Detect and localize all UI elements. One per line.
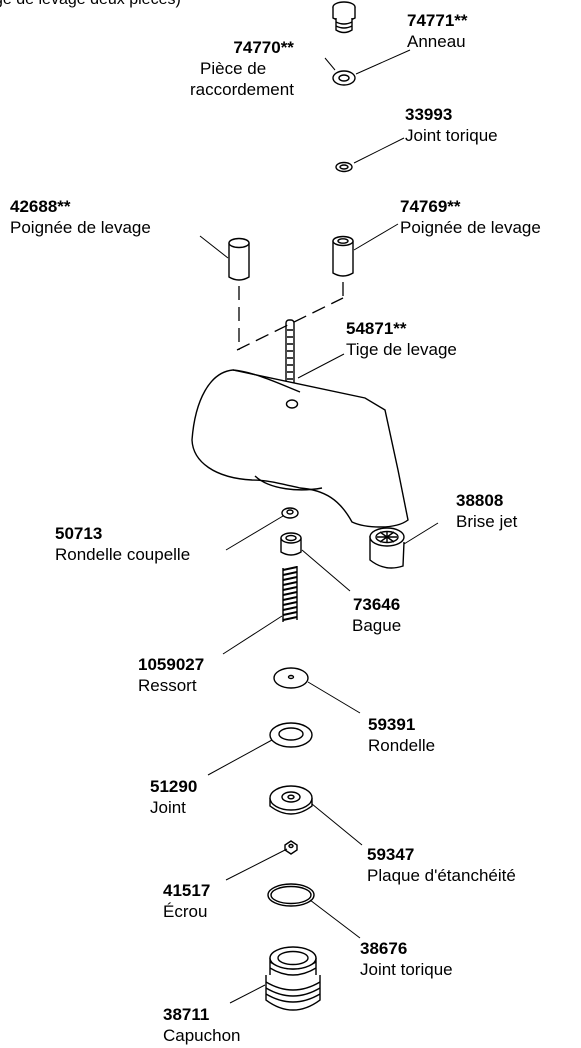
leader-lines: [199, 49, 439, 1004]
part-54871-lift-rod: [285, 319, 295, 389]
part-number-38676: 38676: [360, 939, 408, 958]
label-74771: 74771** Anneau: [407, 10, 468, 52]
part-name-50713: Rondelle coupelle: [55, 545, 191, 564]
part-name-59391: Rondelle: [368, 736, 436, 755]
label-38676: 38676 Joint torique: [360, 938, 453, 980]
part-59347-seal-plate: [269, 785, 313, 815]
label-54871: 54871** Tige de levage: [346, 318, 457, 360]
part-name-74770-line2: raccordement: [190, 80, 294, 99]
part-name-73646: Bague: [352, 616, 402, 635]
part-name-38676: Joint torique: [360, 960, 453, 979]
part-38676-o-ring: [267, 883, 315, 907]
part-73646-bushing: [280, 532, 302, 556]
label-50713: 50713 Rondelle coupelle: [55, 523, 190, 565]
part-number-74771: 74771**: [407, 11, 468, 30]
part-name-41517: Écrou: [163, 902, 208, 921]
part-number-42688: 42688**: [10, 197, 71, 216]
part-number-1059027: 1059027: [138, 655, 205, 674]
part-number-41517: 41517: [163, 881, 211, 900]
label-38808: 38808 Brise jet: [456, 490, 517, 532]
part-42688-lift-knob: [228, 237, 250, 281]
part-name-59347: Plaque d'étanchéité: [367, 866, 516, 885]
part-name-1059027: Ressort: [138, 676, 197, 695]
part-1059027-spring: [282, 566, 298, 623]
part-number-51290: 51290: [150, 777, 198, 796]
label-59347: 59347 Plaque d'étanchéité: [367, 844, 516, 886]
part-number-59391: 59391: [368, 715, 416, 734]
part-name-74771: Anneau: [407, 32, 466, 51]
top-caption: ge de levage deux pièces): [0, 0, 181, 10]
label-42688: 42688** Poignée de levage: [10, 196, 151, 238]
label-74770: 74770** Pièce de raccordement: [190, 37, 294, 100]
part-name-74770-line1: Pièce de: [200, 59, 267, 78]
label-74769: 74769** Poignée de levage: [400, 196, 541, 238]
part-name-51290: Joint: [150, 798, 186, 817]
part-41517-nut: [284, 840, 298, 855]
part-number-50713: 50713: [55, 524, 103, 543]
part-59391-washer: [273, 667, 309, 689]
part-number-33993: 33993: [405, 105, 453, 124]
part-name-54871: Tige de levage: [346, 340, 457, 359]
part-name-38808: Brise jet: [456, 512, 518, 531]
part-number-38711: 38711: [163, 1005, 210, 1024]
part-74771-ring: [332, 70, 356, 86]
part-number-54871: 54871**: [346, 319, 407, 338]
part-74769-lift-knob: [332, 235, 354, 277]
part-74770-connector: [332, 1, 356, 34]
part-number-74769: 74769**: [400, 197, 461, 216]
label-38711: 38711 Capuchon: [163, 1004, 241, 1046]
part-name-33993: Joint torique: [405, 126, 498, 145]
label-73646: 73646 Bague: [352, 594, 401, 636]
part-spout-body: [191, 369, 409, 528]
label-33993: 33993 Joint torique: [405, 104, 498, 146]
label-1059027: 1059027 Ressort: [138, 654, 204, 696]
part-name-74769: Poignée de levage: [400, 218, 541, 237]
part-number-59347: 59347: [367, 845, 415, 864]
part-name-38711: Capuchon: [163, 1026, 241, 1045]
part-number-74770: 74770**: [233, 38, 294, 57]
part-51290-gasket: [269, 722, 313, 748]
part-number-38808: 38808: [456, 491, 504, 510]
label-41517: 41517 Écrou: [163, 880, 210, 922]
part-33993-o-ring: [335, 161, 353, 173]
part-50713-cup-washer: [281, 507, 299, 519]
part-38711-cap: [265, 946, 321, 1011]
label-51290: 51290 Joint: [150, 776, 197, 818]
part-38808-aerator: [369, 527, 405, 569]
assembly-dash-lines: [236, 282, 344, 351]
label-59391: 59391 Rondelle: [368, 714, 435, 756]
part-number-73646: 73646: [352, 595, 401, 614]
part-name-42688: Poignée de levage: [10, 218, 151, 237]
